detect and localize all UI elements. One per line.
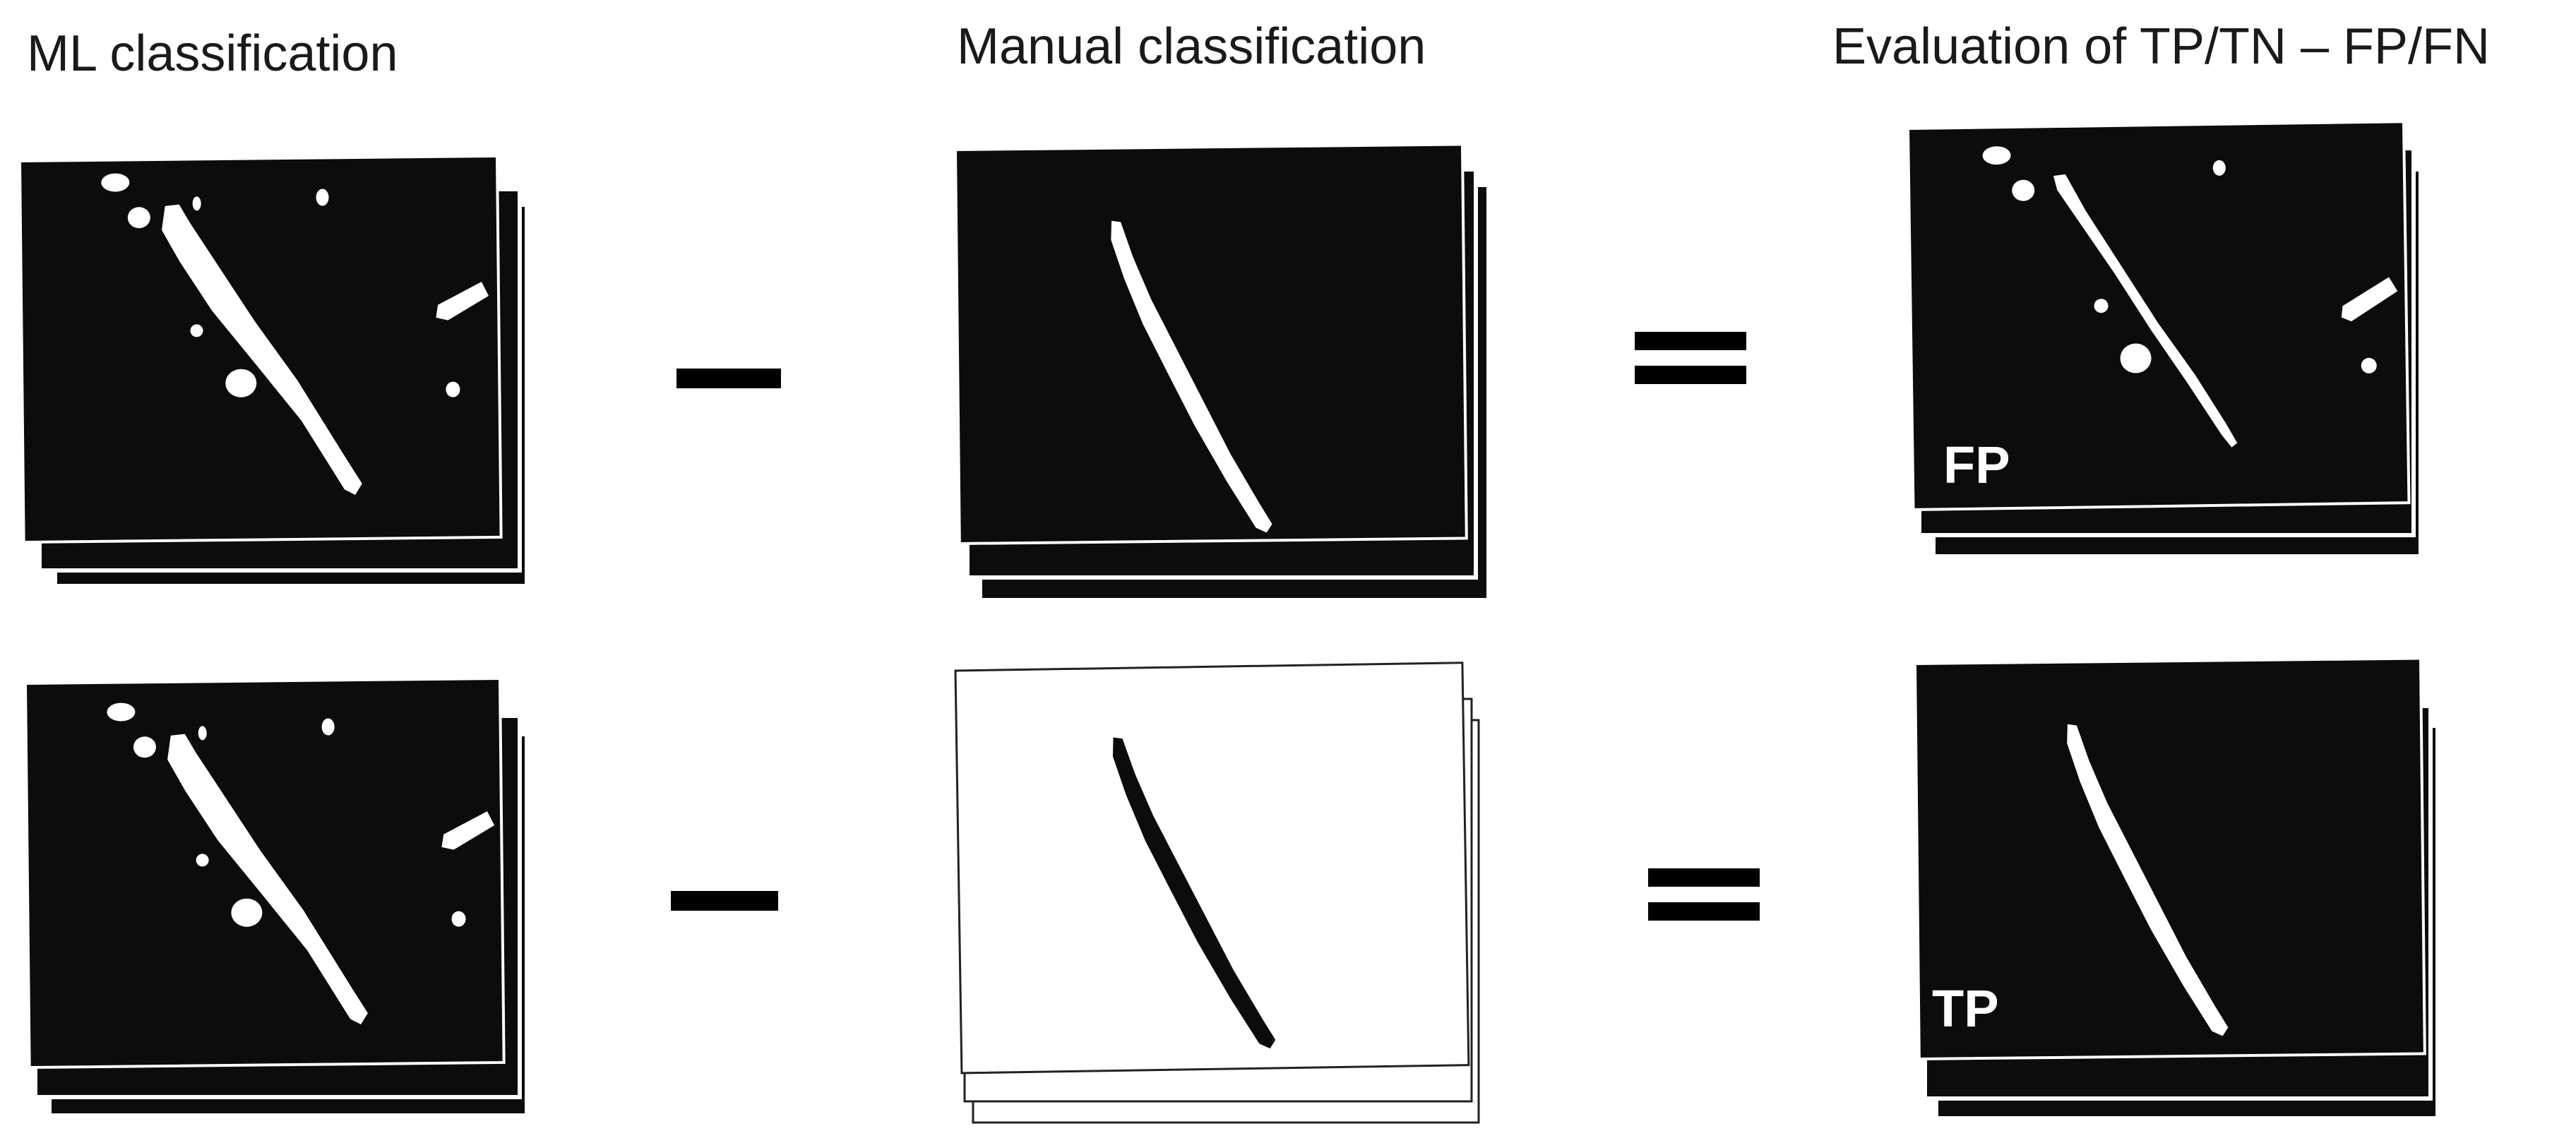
equals-operator-bottom: [1648, 868, 1760, 921]
equals-operator-top: [1635, 332, 1746, 384]
minus-operator-top: [676, 369, 781, 388]
ml-image-stack-bottom: [23, 676, 529, 1118]
manual-image-stack-inverted: [954, 662, 1480, 1124]
manual-image-stack-top: [953, 143, 1491, 602]
tp-image-stack: TP: [1913, 657, 2440, 1120]
fp-image-stack: FP: [1906, 120, 2423, 558]
tp-label: TP: [1932, 979, 1999, 1038]
manual-classification-heading: Manual classification: [957, 18, 1426, 75]
ml-classification-heading: ML classification: [27, 25, 398, 82]
ml-image-stack-top: [18, 154, 529, 588]
fp-label: FP: [1943, 436, 2010, 494]
evaluation-heading: Evaluation of TP/TN – FP/FN: [1832, 18, 2491, 75]
minus-operator-bottom: [671, 891, 778, 911]
